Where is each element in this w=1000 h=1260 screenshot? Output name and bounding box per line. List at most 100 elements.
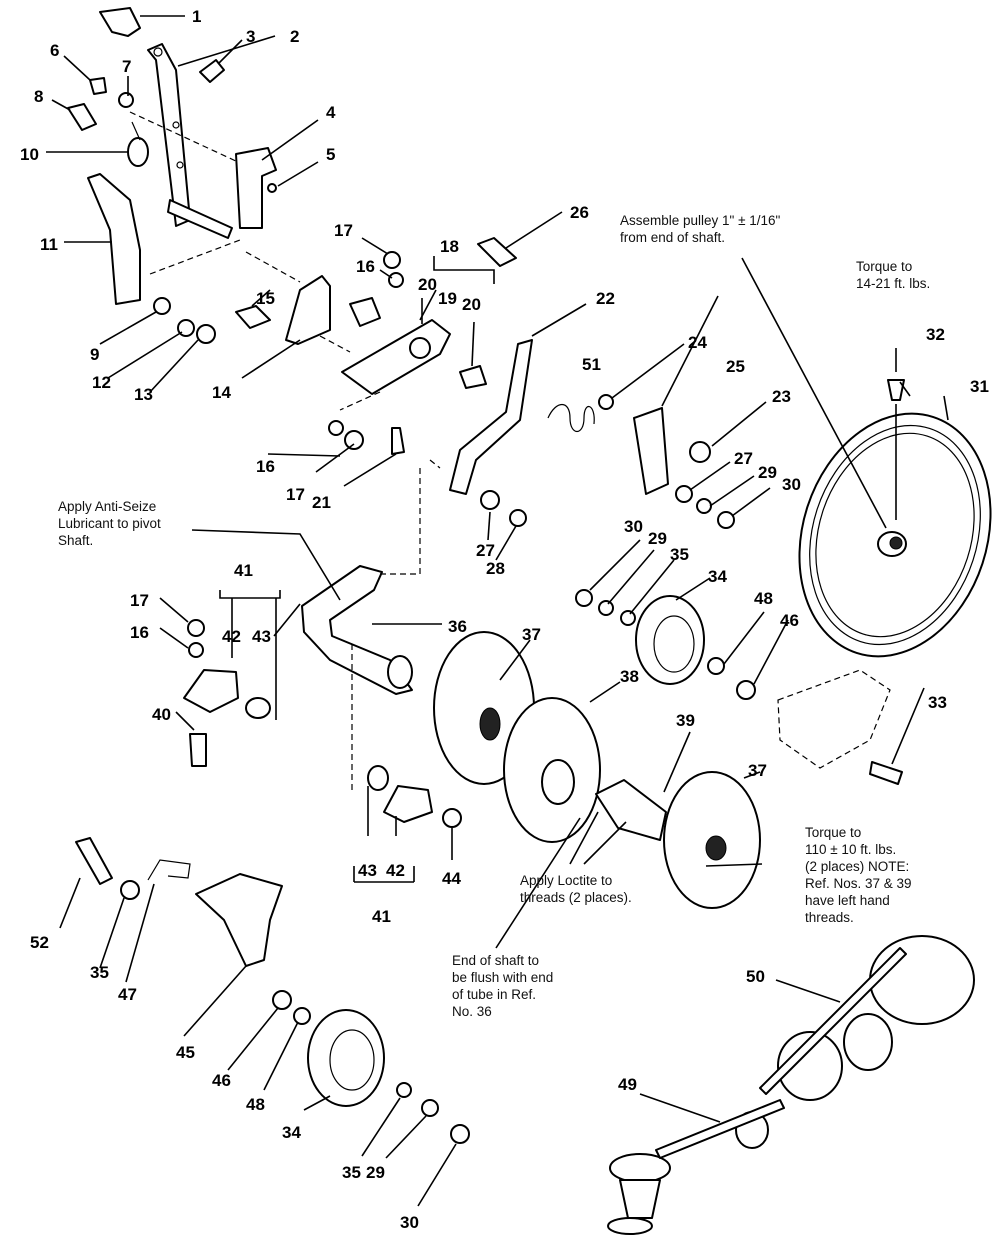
washer-35-mid <box>620 610 636 626</box>
callout-22: 22 <box>596 289 615 308</box>
belt-49-strip <box>655 1099 785 1159</box>
callout-27-mid: 27 <box>476 541 495 560</box>
hub-37-rear <box>663 771 761 909</box>
spring-51 <box>547 403 595 433</box>
callout-49: 49 <box>618 1075 637 1094</box>
callout-34-mid: 34 <box>708 567 727 586</box>
nut-44 <box>442 808 462 828</box>
callout-40: 40 <box>152 705 171 724</box>
screw-6 <box>89 77 107 95</box>
callout-48-mid: 48 <box>754 589 773 608</box>
callout-18: 18 <box>440 237 459 256</box>
callout-35-left: 35 <box>90 963 109 982</box>
nut-13 <box>196 324 216 344</box>
callout-39: 39 <box>676 711 695 730</box>
washer-16-left <box>188 642 204 658</box>
note-torque-32: Torque to 14-21 ft. lbs. <box>856 259 931 291</box>
spacer-20b <box>459 365 487 389</box>
nut-23 <box>689 441 711 463</box>
callout-32: 32 <box>926 325 945 344</box>
callout-47: 47 <box>118 985 137 1004</box>
callout-34-low: 34 <box>282 1123 301 1142</box>
callout-41-top: 41 <box>234 561 253 580</box>
callouts: 1 2 3 4 5 6 7 8 9 10 11 12 13 14 15 16 1… <box>20 7 989 1232</box>
nut-28 <box>509 509 527 527</box>
callout-26: 26 <box>570 203 589 222</box>
note-anti-seize: Apply Anti-Seize Lubricant to pivot Shaf… <box>58 499 161 548</box>
lever-knob <box>99 7 141 37</box>
callout-2: 2 <box>290 27 299 46</box>
ball-5 <box>267 183 277 193</box>
washer-35-left <box>120 880 140 900</box>
arm-22 <box>449 339 533 495</box>
callout-24: 24 <box>688 333 707 352</box>
washer-46-mid <box>736 680 756 700</box>
callout-6: 6 <box>50 41 59 60</box>
callout-21: 21 <box>312 493 331 512</box>
washer-24 <box>598 394 614 410</box>
callout-17-mid: 17 <box>286 485 305 504</box>
spacer-48-mid <box>707 657 725 675</box>
nut-30-low <box>450 1124 470 1144</box>
clamp-42-top <box>183 669 239 713</box>
callout-20b: 20 <box>462 295 481 314</box>
bolt-21 <box>391 427 405 455</box>
washer-16-low <box>328 420 344 436</box>
washer-35-low <box>396 1082 412 1098</box>
callout-14: 14 <box>212 383 231 402</box>
callout-38: 38 <box>620 667 639 686</box>
washer-27-mid <box>480 490 500 510</box>
callout-10: 10 <box>20 145 39 164</box>
callout-12: 12 <box>92 373 111 392</box>
bracket-4 <box>235 147 277 229</box>
washer-16-top <box>388 272 404 288</box>
callout-48-low: 48 <box>246 1095 265 1114</box>
callout-29-mid: 29 <box>648 529 667 548</box>
bolt-15 <box>235 305 271 329</box>
callout-37-front: 37 <box>522 625 541 644</box>
callout-46-low: 46 <box>212 1071 231 1090</box>
spring-10 <box>127 121 149 167</box>
callout-19: 19 <box>438 289 457 308</box>
leader-lines <box>46 15 949 1207</box>
callout-42-low: 42 <box>386 861 405 880</box>
bolt-26 <box>477 237 517 267</box>
callout-30-right: 30 <box>782 475 801 494</box>
callout-44: 44 <box>442 869 461 888</box>
callout-30-low: 30 <box>400 1213 419 1232</box>
note-pulley-assembly: Assemble pulley 1" ± 1/16" from end of s… <box>620 213 781 245</box>
pulley-31 <box>798 412 992 658</box>
callout-33: 33 <box>928 693 947 712</box>
spacer-20a <box>349 297 381 327</box>
callout-41-low: 41 <box>372 907 391 926</box>
pulley-34-low <box>307 1009 385 1107</box>
callout-29-low: 29 <box>366 1163 385 1182</box>
nut-30-mid <box>575 589 593 607</box>
callout-27-right: 27 <box>734 449 753 468</box>
washer-29-right <box>696 498 712 514</box>
plate-19 <box>341 319 451 395</box>
callout-43-top: 43 <box>252 627 271 646</box>
callout-17-left: 17 <box>130 591 149 610</box>
bolt-40 <box>189 733 207 767</box>
disc-38 <box>503 697 601 843</box>
washer-46-low <box>272 990 292 1010</box>
note-torque-37-39: Torque to 110 ± 10 ft. lbs. (2 places) N… <box>805 825 912 925</box>
bracket-11 <box>87 173 141 305</box>
callout-30-mid: 30 <box>624 517 643 536</box>
callout-16-mid: 16 <box>256 457 275 476</box>
bracket-outline-ghost <box>777 669 891 769</box>
callout-31: 31 <box>970 377 989 396</box>
callout-25: 25 <box>726 357 745 376</box>
washer-29-mid <box>598 600 614 616</box>
callout-35-mid: 35 <box>670 545 689 564</box>
callout-52: 52 <box>30 933 49 952</box>
callout-11: 11 <box>40 235 58 254</box>
nut-30-right <box>717 511 735 529</box>
spring-47 <box>147 859 191 881</box>
note-shaft-flush: End of shaft to be flush with end of tub… <box>452 953 554 1019</box>
callout-50: 50 <box>746 967 765 986</box>
belt-50-strip <box>759 947 907 1095</box>
callout-9: 9 <box>90 345 99 364</box>
